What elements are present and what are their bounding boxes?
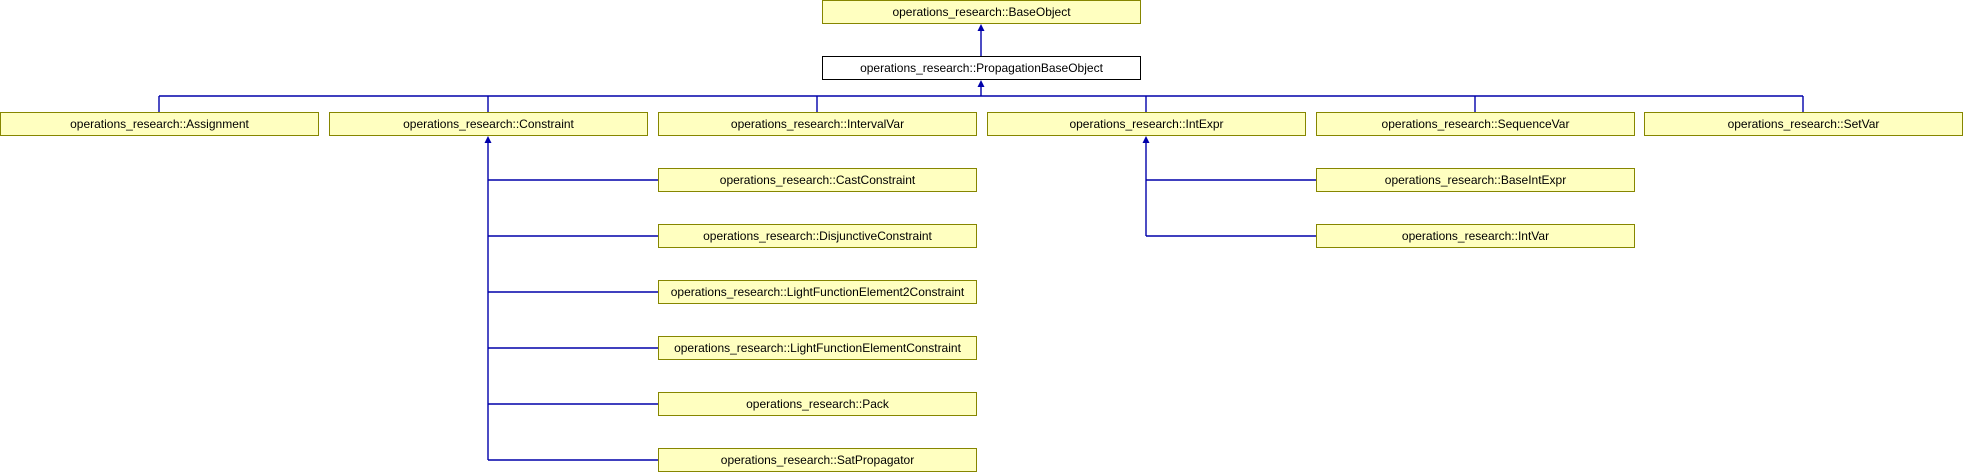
node-sat-propagator[interactable]: operations_research::SatPropagator (658, 448, 977, 472)
edge-propagation-base-object-to-base-object (977, 24, 985, 56)
node-set-var[interactable]: operations_research::SetVar (1644, 112, 1963, 136)
node-base-int-expr[interactable]: operations_research::BaseIntExpr (1316, 168, 1635, 192)
node-int-var[interactable]: operations_research::IntVar (1316, 224, 1635, 248)
node-propagation-base-object: operations_research::PropagationBaseObje… (822, 56, 1141, 80)
node-constraint[interactable]: operations_research::Constraint (329, 112, 648, 136)
node-interval-var[interactable]: operations_research::IntervalVar (658, 112, 977, 136)
node-cast-constraint[interactable]: operations_research::CastConstraint (658, 168, 977, 192)
node-base-object[interactable]: operations_research::BaseObject (822, 0, 1141, 24)
edge-group-children-of-constraint (484, 136, 658, 461)
node-disjunctive-constraint[interactable]: operations_research::DisjunctiveConstrai… (658, 224, 977, 248)
node-pack[interactable]: operations_research::Pack (658, 392, 977, 416)
node-sequence-var[interactable]: operations_research::SequenceVar (1316, 112, 1635, 136)
node-light-function-element-constraint[interactable]: operations_research::LightFunctionElemen… (658, 336, 977, 360)
edge-group-children-of-int-expr (1142, 136, 1316, 237)
node-assignment[interactable]: operations_research::Assignment (0, 112, 319, 136)
node-int-expr[interactable]: operations_research::IntExpr (987, 112, 1306, 136)
node-light-function-element2-constraint[interactable]: operations_research::LightFunctionElemen… (658, 280, 977, 304)
edge-group-direct-children-of-propagation-base-object (158, 80, 1804, 112)
